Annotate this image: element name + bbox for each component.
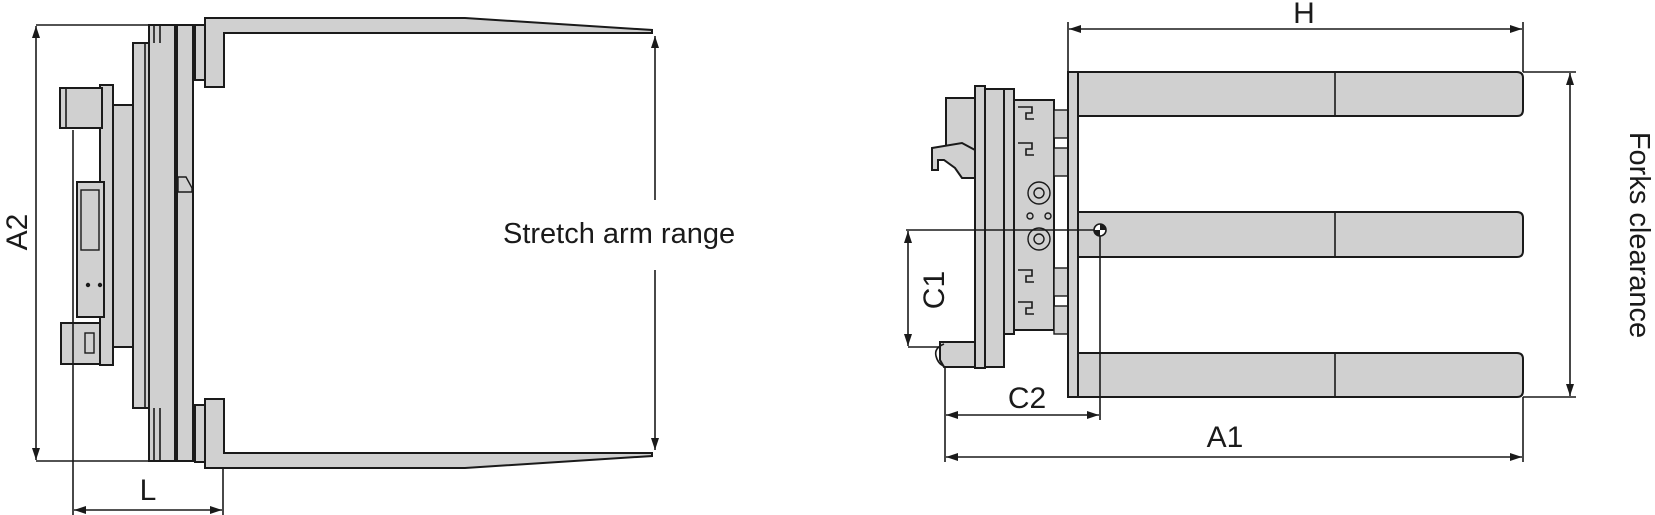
fork-frame <box>1067 71 1524 398</box>
rail-body <box>148 24 194 462</box>
stretch-arm-range-dimension: Stretch arm range <box>503 36 735 450</box>
fork-bottom <box>1077 352 1524 398</box>
center-of-gravity-mark <box>1093 223 1107 237</box>
forks-clearance-label: Forks clearance <box>1623 132 1655 338</box>
upper-hook-block <box>945 97 976 151</box>
backing-block <box>111 104 134 348</box>
rail-dark-strip <box>174 25 178 461</box>
right-view-fork-attachment: H <box>904 0 1655 462</box>
fork-top <box>1077 71 1524 117</box>
a2-dimension: A2 <box>1 24 200 462</box>
l-label: L <box>140 474 157 507</box>
bearing-inner <box>1033 187 1045 199</box>
left-view-stretch-arm: A2 <box>1 17 735 515</box>
rail-hook <box>1018 301 1034 315</box>
l-dimension: L <box>72 130 224 515</box>
a1-label: A1 <box>1207 421 1244 454</box>
stretch-arm-range-label: Stretch arm range <box>503 218 735 250</box>
fork-middle <box>1077 211 1524 258</box>
arm-pad <box>194 404 206 463</box>
forks-clearance-dimension: Forks clearance <box>1523 71 1655 398</box>
slide-rails <box>148 24 194 462</box>
rear-components <box>59 84 134 366</box>
valve-bolt <box>97 282 103 288</box>
housing-tab <box>1053 109 1069 139</box>
c2-label: C2 <box>1008 382 1046 415</box>
housing-tab <box>1053 267 1069 297</box>
top-cylinder <box>59 87 103 129</box>
housing-tab <box>1053 147 1069 177</box>
rail-hook <box>1018 142 1034 156</box>
rail-hook <box>1018 106 1034 120</box>
bearing-inner <box>1033 233 1045 245</box>
rail-tab <box>177 176 193 193</box>
arm-body <box>204 17 653 88</box>
a2-label: A2 <box>1 214 34 251</box>
carriage-plate-a <box>974 85 986 369</box>
bottom-arm <box>194 398 653 469</box>
valve-body <box>80 189 100 251</box>
carriage <box>931 85 1069 369</box>
housing-tab <box>1053 305 1069 335</box>
carriage-plate-b <box>984 88 1005 368</box>
rail-hook <box>1018 269 1034 283</box>
c1-label: C1 <box>918 271 951 309</box>
lower-hook <box>939 341 976 368</box>
gear-pin <box>1026 212 1034 220</box>
c2-dimension: C2 <box>944 236 1101 462</box>
a1-dimension: A1 <box>946 397 1524 462</box>
h-dimension: H <box>1067 0 1524 72</box>
label-plate <box>84 332 95 354</box>
valve-bolt <box>85 282 91 288</box>
cog-quadrants <box>1094 224 1106 236</box>
arm-pad <box>194 24 206 81</box>
carriage-plate-c <box>1003 88 1015 335</box>
upper-hook <box>931 141 976 179</box>
arm-body <box>204 398 653 469</box>
fork-backplate <box>1067 71 1079 398</box>
top-arm <box>194 17 653 88</box>
h-label: H <box>1293 0 1315 30</box>
c1-dimension: C1 <box>904 229 1100 348</box>
gear-pin <box>1044 212 1052 220</box>
